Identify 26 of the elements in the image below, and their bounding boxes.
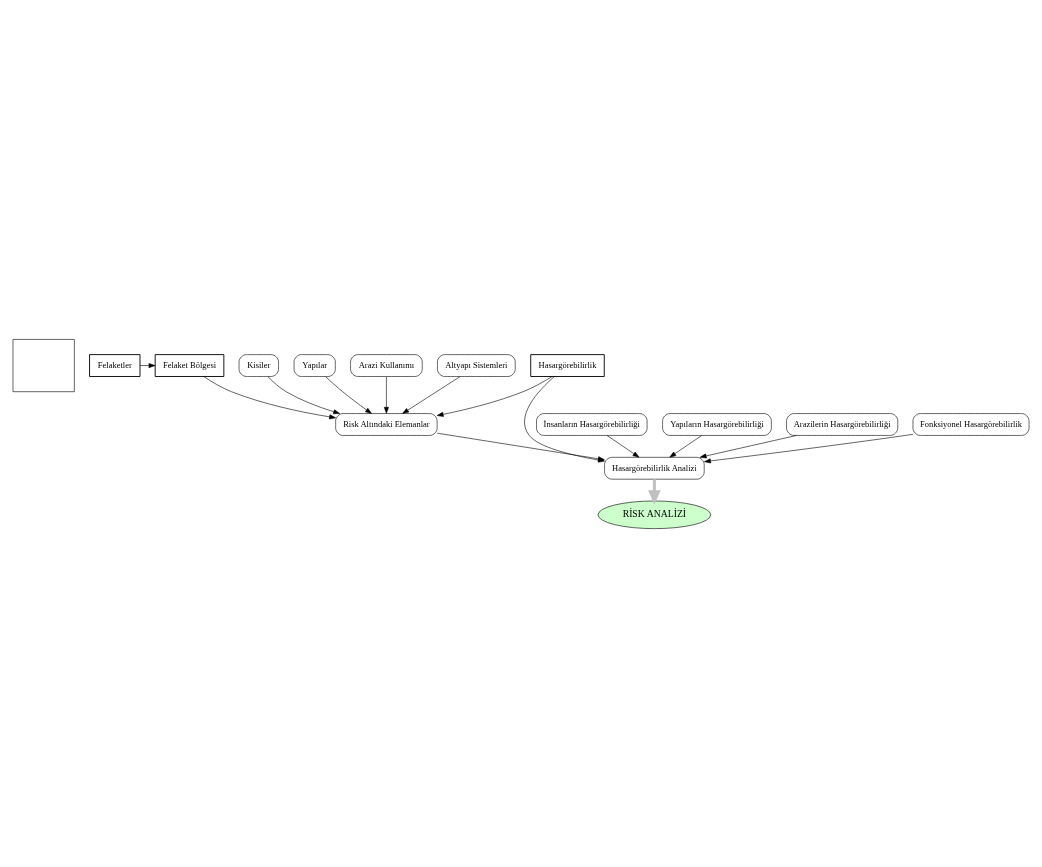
node-box: Felaket Bölgesi [154, 353, 225, 377]
node-box: Felaketler [89, 353, 141, 377]
arrow [606, 434, 640, 457]
node-box: İnsanların Hasargörebilirliği [536, 412, 648, 436]
node-ellipse: RİSK ANALİZİ [597, 500, 712, 529]
node-box: Arazilerin Hasargörebilirliği [786, 412, 899, 436]
node-box: Altyapı Sistemleri [437, 353, 516, 377]
arrow [436, 375, 553, 417]
arrow [139, 362, 156, 368]
node-box: Yapılar [293, 353, 336, 377]
arrow [704, 433, 914, 463]
arrow [402, 375, 461, 414]
node-box: Hasargörebilirlik Analizi [604, 456, 705, 479]
node-box: Risk Altındaki Elemanlar [335, 412, 438, 436]
arrow [203, 375, 336, 419]
arrow [325, 375, 372, 414]
arrow [669, 434, 702, 457]
node-box: Kisiler [238, 353, 279, 377]
node-box: Yapıların Hasargörebilirliği [662, 412, 772, 436]
node-box: Arazi Kullanımı [350, 353, 423, 377]
node-box: Fonksiyonel Hasargörebilirlik [912, 412, 1030, 436]
arrow [267, 375, 340, 414]
arrow [699, 434, 797, 458]
node-box [12, 338, 75, 392]
arrow [383, 375, 389, 414]
node-box: Hasargörebilirlik [530, 353, 605, 377]
